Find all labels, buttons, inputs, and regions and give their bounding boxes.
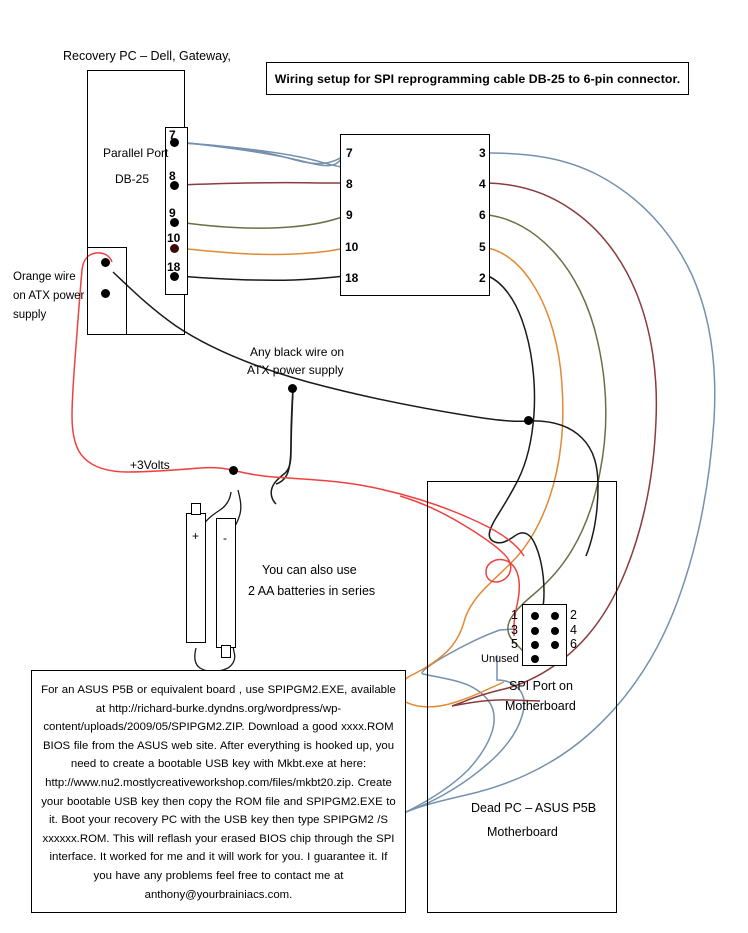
map-left-pin-18: 18: [345, 271, 359, 285]
instructions-box: For an ASUS P5B or equivalent board , us…: [31, 670, 406, 913]
spi-pin-4-dot: [551, 627, 559, 635]
ground-junction-dot-right: [524, 416, 533, 425]
spi-label-1: 1: [511, 608, 518, 622]
db25-pin7-terminal: [170, 138, 179, 147]
wire-ground-down-to-battery: [275, 387, 294, 485]
parallel-port-label: Parallel Port: [103, 146, 169, 160]
spi-label-3: 3: [511, 623, 518, 637]
recovery-pc-caption: Recovery PC – Dell, Gateway,: [63, 49, 231, 63]
spi-port-caption-line1: SPI Port on: [509, 679, 573, 693]
map-right-pin-4: 4: [479, 177, 486, 191]
atx-connector-box: [87, 247, 127, 335]
wire-pin18-segment-a: [177, 275, 346, 282]
map-left-pin-7: 7: [346, 146, 353, 160]
db25-pin-label-10: 10: [167, 231, 181, 245]
dead-pc-chassis: [427, 481, 617, 913]
battery-negative-cap: [221, 645, 231, 658]
db25-pin-label-18: 18: [167, 260, 181, 274]
db25-pin-label-9: 9: [169, 206, 176, 220]
diagram-title: Wiring setup for SPI reprogramming cable…: [274, 71, 681, 86]
spi-pin-5-dot: [531, 641, 539, 649]
map-right-pin-6: 6: [479, 208, 486, 222]
orange-wire-note: Orange wire on ATX power supply: [13, 271, 85, 321]
pin-mapping-box: [340, 134, 490, 296]
wire-ground-battery-branch: [270, 389, 294, 505]
dead-pc-caption-line1: Dead PC – ASUS P5B: [471, 801, 597, 815]
db25-pin10-terminal: [170, 244, 179, 253]
wire-pin9-segment-a: [177, 215, 346, 229]
spi-pin-2-dot: [551, 612, 559, 620]
map-left-pin-9: 9: [346, 208, 353, 222]
battery-positive-cap: [191, 503, 201, 515]
db25-connector: [165, 127, 188, 295]
map-right-pin-3: 3: [479, 146, 486, 160]
spi-label-2: 2: [570, 608, 577, 622]
map-right-pin-5: 5: [479, 240, 486, 254]
spi-pin-unused-dot: [531, 655, 539, 663]
spi-pin-3-dot: [531, 627, 539, 635]
battery-note-line1: You can also use: [262, 563, 357, 577]
wire-pin10-segment-a: [177, 247, 346, 256]
atx-orange-terminal: [101, 258, 110, 267]
atx-black-terminal: [101, 289, 110, 298]
spi-pin-6-dot: [551, 641, 559, 649]
db25-pin-label-7: 7: [169, 128, 176, 142]
wire-pin8-segment-a: [177, 181, 345, 186]
map-right-pin-2: 2: [479, 271, 486, 285]
spi-label-4: 4: [570, 623, 577, 637]
dead-pc-caption-line2: Motherboard: [487, 825, 558, 839]
spi-label-6: 6: [570, 637, 577, 651]
db25-pin18-terminal: [170, 272, 179, 281]
spi-label-unused: Unused: [481, 653, 519, 665]
map-left-pin-8: 8: [346, 177, 353, 191]
ground-junction-dot: [288, 384, 297, 393]
db25-pin-label-8: 8: [169, 169, 176, 183]
black-wire-note-line2: ATX power supply: [247, 363, 344, 377]
battery-positive-sign: +: [192, 529, 200, 543]
battery-negative-sign: -: [223, 531, 227, 545]
voltage-label: +3Volts: [130, 458, 170, 472]
db25-pin8-terminal: [170, 181, 179, 190]
db25-pin9-terminal: [170, 218, 179, 227]
spi-label-5: 5: [511, 637, 518, 651]
diagram-title-box: Wiring setup for SPI reprogramming cable…: [266, 62, 689, 95]
instructions-text: For an ASUS P5B or equivalent board , us…: [41, 684, 396, 901]
battery-note-line2: 2 AA batteries in series: [248, 584, 376, 598]
map-left-pin-10: 10: [345, 240, 359, 254]
power-junction-dot: [229, 466, 238, 475]
spi-port-caption-line2: Motherboard: [505, 699, 576, 713]
wire-pin7-segment-a: [177, 142, 346, 165]
db25-label: DB-25: [115, 172, 150, 186]
wire-pin7-to-pin3: [177, 141, 349, 169]
spi-pin-1-dot: [531, 612, 539, 620]
black-wire-note-line1: Any black wire on: [250, 345, 345, 359]
spi-pin-header: [522, 604, 567, 666]
